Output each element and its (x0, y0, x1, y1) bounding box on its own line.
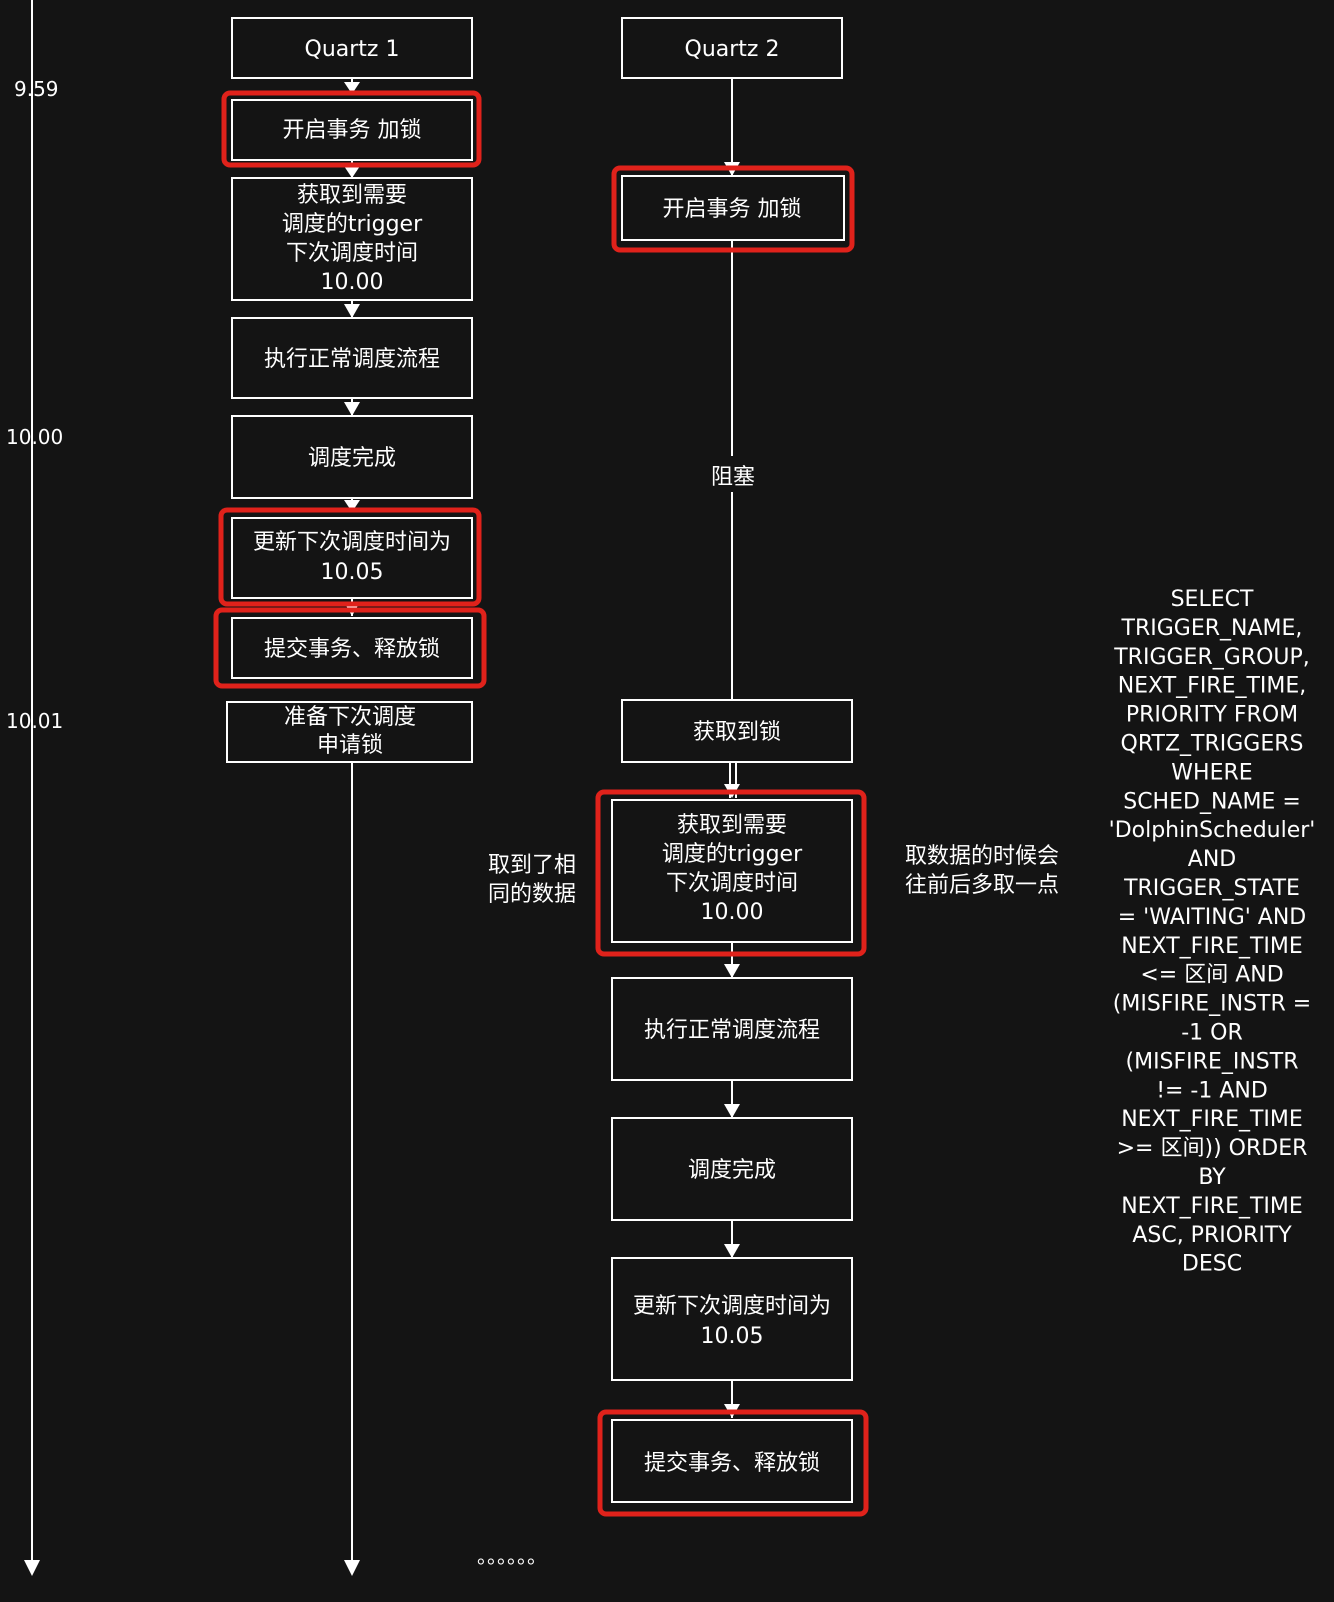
quartz2-title: Quartz 2 (685, 37, 780, 62)
time-axis: 9.59 10.00 10.01 (6, 0, 63, 1576)
sql-line: QRTZ_TRIGGERS (1121, 732, 1304, 757)
quartz1-step-7-line-2: 申请锁 (317, 733, 383, 758)
quartz2-step-3-line-3: 下次调度时间 (666, 871, 798, 896)
sql-query-block: SELECT TRIGGER_NAME, TRIGGER_GROUP, NEXT_FI… (1109, 587, 1316, 1277)
quartz1-step-5-line-2: 10.05 (321, 560, 384, 585)
quartz1-step-6: 提交事务、释放锁 (264, 637, 440, 662)
sql-line: -1 OR (1181, 1021, 1243, 1046)
sql-line: AND (1188, 847, 1236, 872)
quartz1-step-2-line-4: 10.00 (321, 270, 384, 295)
quartz1-step-2-line-3: 下次调度时间 (286, 241, 418, 266)
quartz1-step-7-line-1: 准备下次调度 (284, 705, 416, 730)
fetch-window-note-line-2: 往前后多取一点 (905, 873, 1059, 898)
quartz2-step-1-highlight (611, 165, 855, 253)
quartz2-step-3-line-2: 调度的trigger (662, 842, 803, 867)
sql-line: NEXT_FIRE_TIME (1121, 1194, 1303, 1219)
sql-line: ASC, PRIORITY (1132, 1223, 1292, 1248)
time-tick-959: 9.59 (14, 77, 59, 101)
quartz1-step-5-line-1: 更新下次调度时间为 (253, 530, 451, 555)
sql-line: SCHED_NAME = (1123, 789, 1301, 814)
quartz2-step-6-line-2: 10.05 (701, 1324, 764, 1349)
quartz2-connectors (729, 78, 737, 1418)
sql-line: (MISFIRE_INSTR (1126, 1049, 1299, 1074)
sql-line: DESC (1182, 1252, 1242, 1277)
quartz2-step-2: 获取到锁 (693, 720, 781, 745)
quartz1-end-arrow (344, 1560, 360, 1576)
quartz1-step-2-line-2: 调度的trigger (282, 212, 423, 237)
continuation-ellipsis: 。。。。。。 (477, 1544, 547, 1568)
quartz1-connectors (344, 78, 360, 1576)
sql-line: TRIGGER_GROUP, (1113, 645, 1310, 670)
sql-line: 'DolphinScheduler' (1109, 818, 1316, 843)
sql-line: NEXT_FIRE_TIME (1121, 934, 1303, 959)
arrowheads (344, 82, 740, 1418)
quartz1-step-1-highlight (221, 90, 482, 168)
quartz2-step-1: 开启事务 加锁 (663, 197, 802, 222)
quartz2-step-5: 调度完成 (688, 1158, 776, 1183)
sql-line: PRIORITY FROM (1126, 703, 1298, 728)
same-data-note-line-1: 取到了相 (488, 853, 576, 878)
quartz2-step-3-highlight (595, 789, 867, 957)
quartz1-step-1: 开启事务 加锁 (283, 118, 422, 143)
sql-line: >= 区间)) ORDER (1117, 1136, 1308, 1161)
sql-line: WHERE (1171, 760, 1252, 785)
quartz1-step-5-highlight (218, 507, 482, 607)
time-tick-1001: 10.01 (6, 709, 63, 733)
sql-line: SELECT (1171, 587, 1254, 612)
sql-line: <= 区间 AND (1140, 963, 1283, 988)
quartz1-title: Quartz 1 (305, 37, 400, 62)
sql-line: TRIGGER_STATE (1123, 876, 1300, 901)
sql-line: NEXT_FIRE_TIME (1121, 1107, 1303, 1132)
quartz1-step-2-line-1: 获取到需要 (297, 183, 407, 208)
quartz2-step-6-line-1: 更新下次调度时间为 (633, 1294, 831, 1319)
notes: 取到了相 同的数据 取数据的时候会 往前后多取一点 (488, 844, 1059, 907)
sql-line: != -1 AND (1156, 1078, 1268, 1103)
quartz2-step-7: 提交事务、释放锁 (644, 1451, 820, 1476)
quartz1-step-3: 执行正常调度流程 (264, 347, 440, 372)
quartz1-column: Quartz 1 开启事务 加锁 获取到需要 调度的trigger 下次调度时间… (213, 17, 487, 763)
sql-line: BY (1198, 1165, 1226, 1190)
quartz2-step-3-line-1: 获取到需要 (677, 813, 787, 838)
sql-line: (MISFIRE_INSTR = (1113, 992, 1311, 1017)
same-data-note-line-2: 同的数据 (488, 882, 576, 907)
quartz2-blocked-label: 阻塞 (711, 465, 755, 490)
quartz2-step-7-highlight (597, 1409, 869, 1517)
sql-line: NEXT_FIRE_TIME, (1118, 674, 1307, 699)
fetch-window-note-line-1: 取数据的时候会 (905, 844, 1059, 869)
quartz2-step-3-line-4: 10.00 (701, 900, 764, 925)
sql-line: TRIGGER_NAME, (1121, 616, 1303, 641)
quartz2-step-4: 执行正常调度流程 (644, 1018, 820, 1043)
quartz1-step-4: 调度完成 (308, 446, 396, 471)
quartz2-column: Quartz 2 开启事务 加锁 阻塞 获取到锁 获取到需要 调度的trigge… (595, 17, 869, 1517)
sql-line: = 'WAITING' AND (1118, 905, 1306, 930)
quartz1-step-6-highlight (213, 607, 487, 689)
time-tick-1000: 10.00 (6, 425, 63, 449)
